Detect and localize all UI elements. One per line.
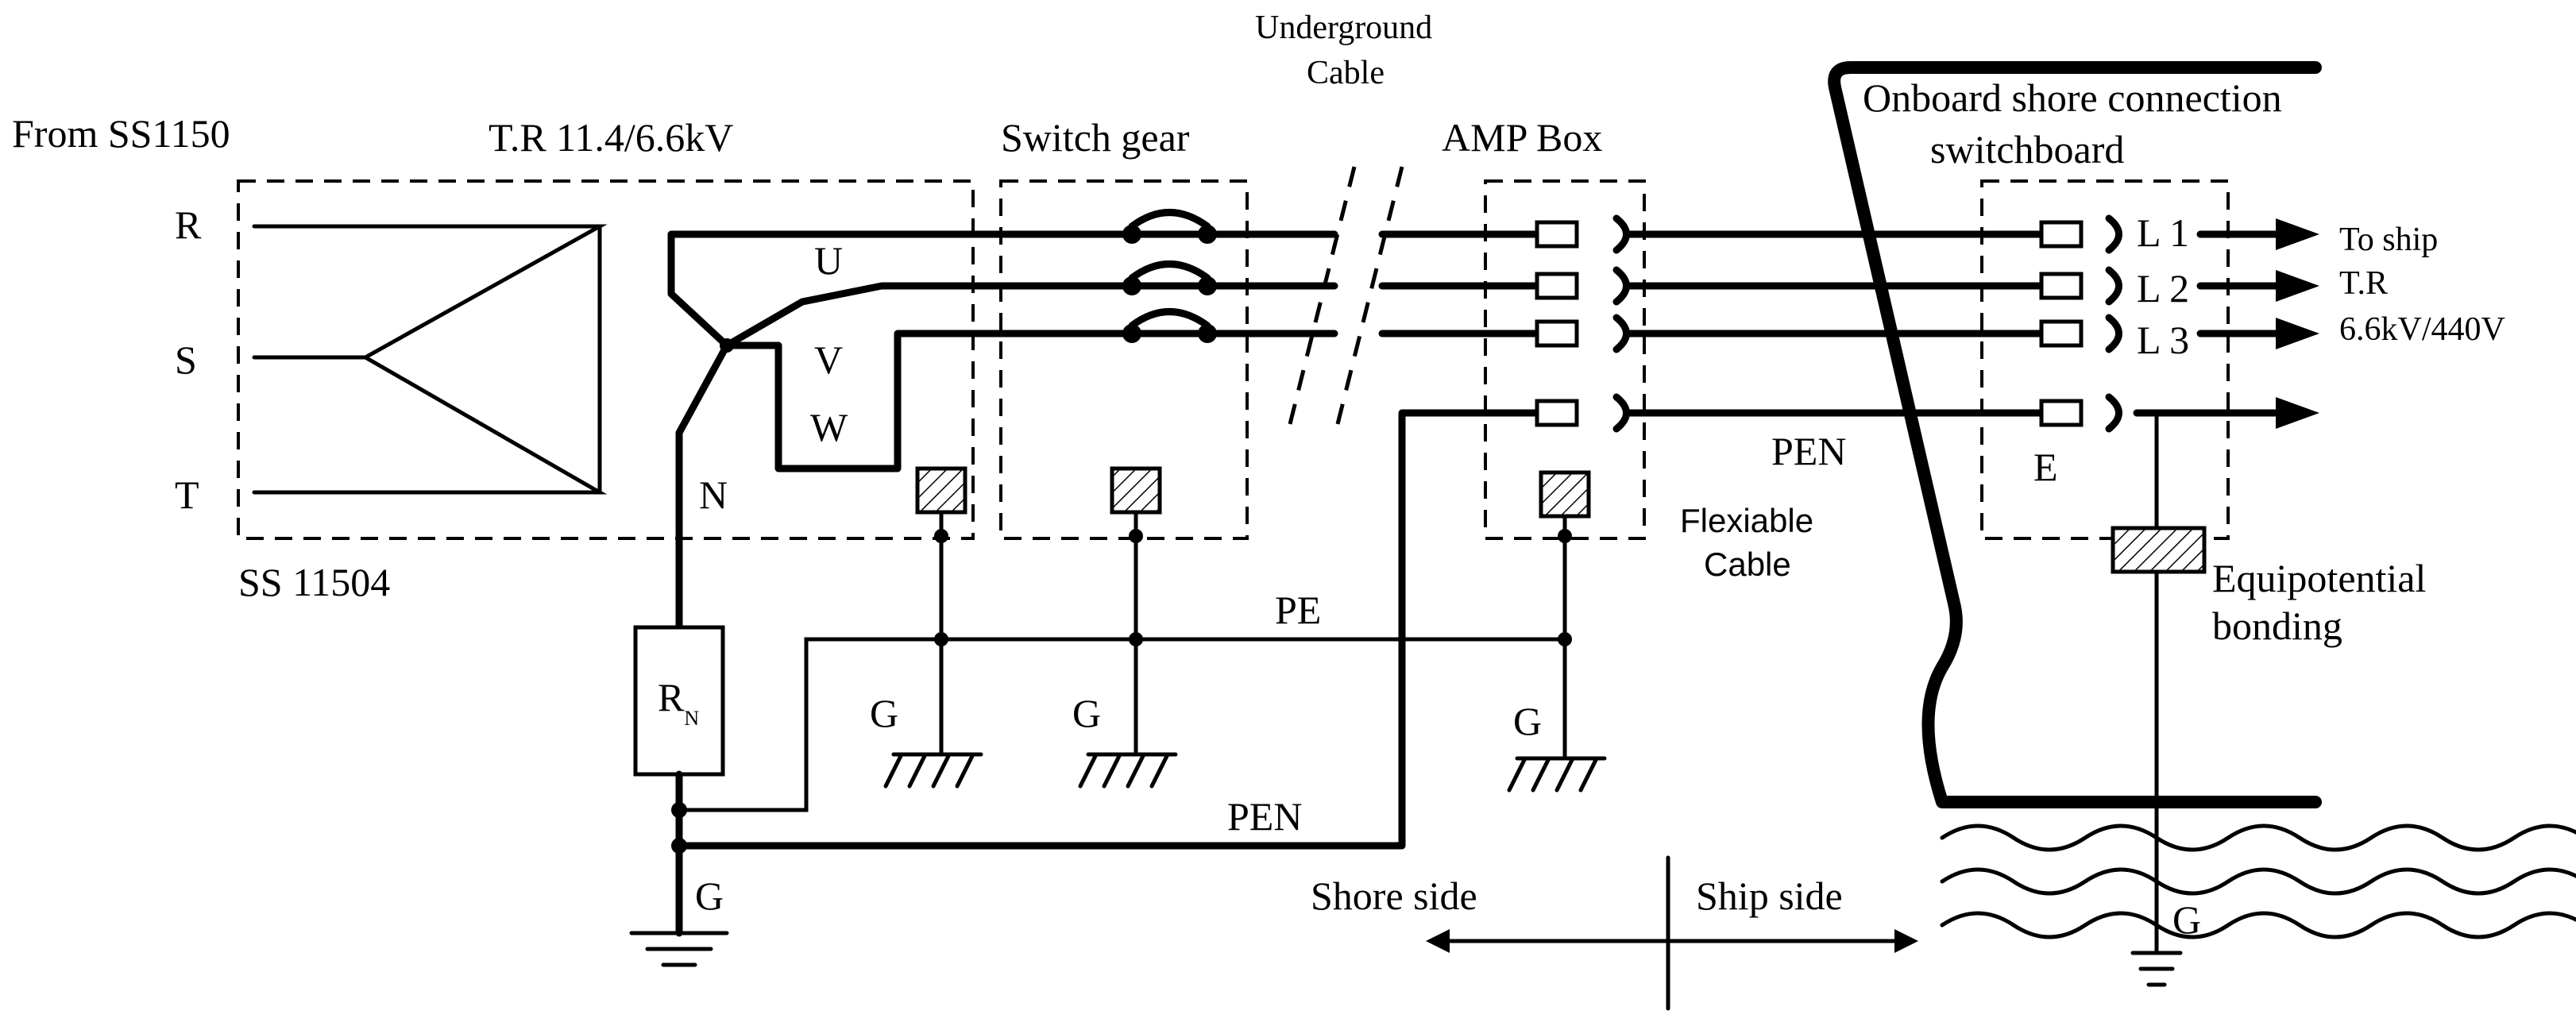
label-to-ship-1: To ship [2339, 222, 2438, 258]
label-neutral: N [699, 472, 728, 517]
label-ground-switch-1: G [870, 691, 898, 735]
label-ground-amp: G [1513, 699, 1542, 743]
label-pe: PE [1275, 588, 1321, 632]
label-flexible-2: Cable [1704, 546, 1791, 583]
label-underground-1: Underground [1255, 10, 1432, 46]
label-ground-main: G [695, 874, 724, 918]
amp-incoming-lines [675, 230, 1541, 850]
neutral-resistor [629, 625, 729, 967]
label-ship-side: Ship side [1696, 874, 1843, 918]
label-phase-s: S [175, 338, 197, 382]
label-pen-right: PEN [1771, 429, 1846, 473]
label-phase-t: T [175, 472, 199, 517]
label-onboard-2: switchboard [1930, 127, 2124, 172]
label-equipotential-2: bonding [2212, 604, 2342, 648]
underground-cable-break [1284, 166, 1404, 438]
switch-ground-1 [883, 466, 983, 789]
label-l2: L 2 [2137, 266, 2189, 310]
onboard-switchboard-enclosure [1980, 179, 2230, 540]
ship-hull [1828, 61, 2322, 808]
label-from-ss: From SS1150 [12, 111, 230, 156]
shore-ship-divider [1426, 855, 1918, 1011]
transformer-enclosure [237, 179, 975, 540]
switch-ground-2 [1078, 466, 1178, 789]
label-to-ship-3: 6.6kV/440V [2339, 311, 2505, 348]
label-phase-r: R [175, 202, 202, 247]
label-pen-bottom: PEN [1227, 794, 1302, 839]
secondary-wye-winding [667, 230, 1338, 631]
flexible-cable-lines [1624, 230, 2045, 417]
ship-ground-conductor [2111, 411, 2207, 987]
outgoing-arrows [2133, 218, 2319, 429]
label-winding-w: W [810, 405, 848, 449]
label-resistor: RN [658, 675, 699, 730]
label-to-ship-2: T.R [2339, 265, 2388, 302]
amp-box-terminals[interactable] [1535, 214, 1630, 433]
label-ground-ship: G [2172, 897, 2201, 942]
label-ground-switch-2: G [1072, 691, 1101, 735]
label-underground-2: Cable [1307, 55, 1385, 91]
label-ss-id: SS 11504 [238, 560, 390, 604]
label-amp-box: AMP Box [1442, 115, 1602, 160]
label-switch-gear: Switch gear [1001, 115, 1190, 160]
amp-ground [1507, 470, 1607, 793]
circuit-breakers[interactable] [1122, 209, 1217, 344]
pe-bus [677, 637, 1563, 812]
primary-delta-winding [252, 224, 608, 495]
label-flexible-1: Flexiable [1680, 502, 1813, 539]
label-transformer: T.R 11.4/6.6kV [489, 115, 733, 160]
water-waves [1940, 824, 2576, 939]
label-winding-v: V [814, 338, 843, 382]
label-earth: E [2033, 445, 2058, 489]
onboard-terminals[interactable] [2039, 214, 2122, 433]
label-onboard-1: Onboard shore connection [1863, 75, 2282, 120]
switch-gear-enclosure [999, 179, 1249, 540]
label-l1: L 1 [2137, 210, 2189, 255]
label-winding-u: U [814, 238, 843, 283]
label-shore-side: Shore side [1311, 874, 1477, 918]
label-l3: L 3 [2137, 318, 2189, 362]
label-equipotential-1: Equipotential [2212, 556, 2426, 600]
